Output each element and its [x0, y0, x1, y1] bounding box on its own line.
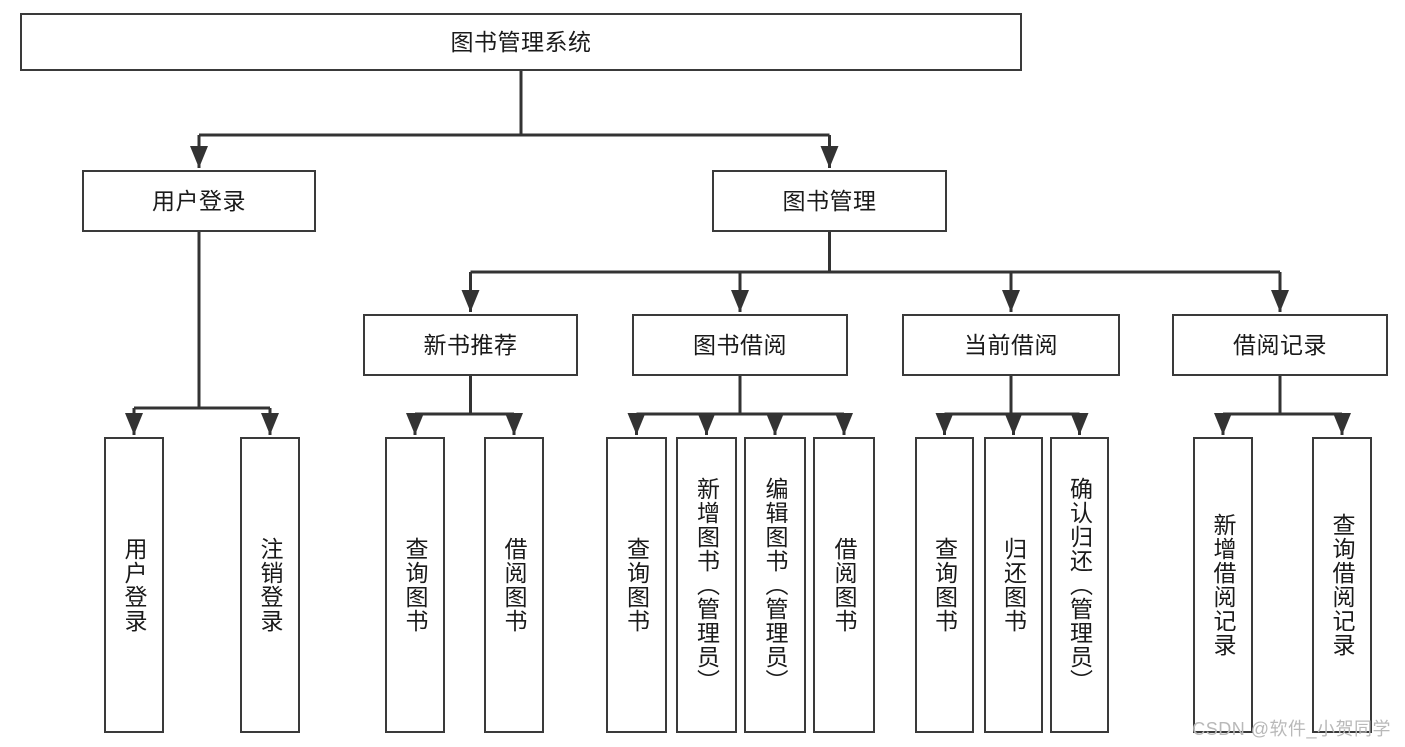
leaf-add-book-admin[interactable]: 新增图书（管理员） — [676, 437, 737, 733]
node-book-management[interactable]: 图书管理 — [712, 170, 947, 232]
leaf-borrow-book[interactable]: 借阅图书 — [813, 437, 875, 733]
node-current-borrow[interactable]: 当前借阅 — [902, 314, 1120, 376]
leaf-logout[interactable]: 注销登录 — [240, 437, 300, 733]
node-borrow-record[interactable]: 借阅记录 — [1172, 314, 1388, 376]
leaf-query-book-current[interactable]: 查询图书 — [915, 437, 974, 733]
leaf-return-book[interactable]: 归还图书 — [984, 437, 1043, 733]
leaf-query-book-borrow[interactable]: 查询图书 — [606, 437, 667, 733]
node-user-login[interactable]: 用户登录 — [82, 170, 316, 232]
leaf-query-book-recommend[interactable]: 查询图书 — [385, 437, 445, 733]
leaf-borrow-book-recommend[interactable]: 借阅图书 — [484, 437, 544, 733]
node-book-borrow[interactable]: 图书借阅 — [632, 314, 848, 376]
leaf-confirm-return-admin[interactable]: 确认归还（管理员） — [1050, 437, 1109, 733]
node-new-book-recommend[interactable]: 新书推荐 — [363, 314, 578, 376]
leaf-add-borrow-record[interactable]: 新增借阅记录 — [1193, 437, 1253, 733]
watermark: CSDN @软件_小贺同学 — [1192, 719, 1391, 739]
leaf-edit-book-admin[interactable]: 编辑图书（管理员） — [744, 437, 806, 733]
node-root[interactable]: 图书管理系统 — [20, 13, 1022, 71]
leaf-user-login[interactable]: 用户登录 — [104, 437, 164, 733]
leaf-query-borrow-record[interactable]: 查询借阅记录 — [1312, 437, 1372, 733]
